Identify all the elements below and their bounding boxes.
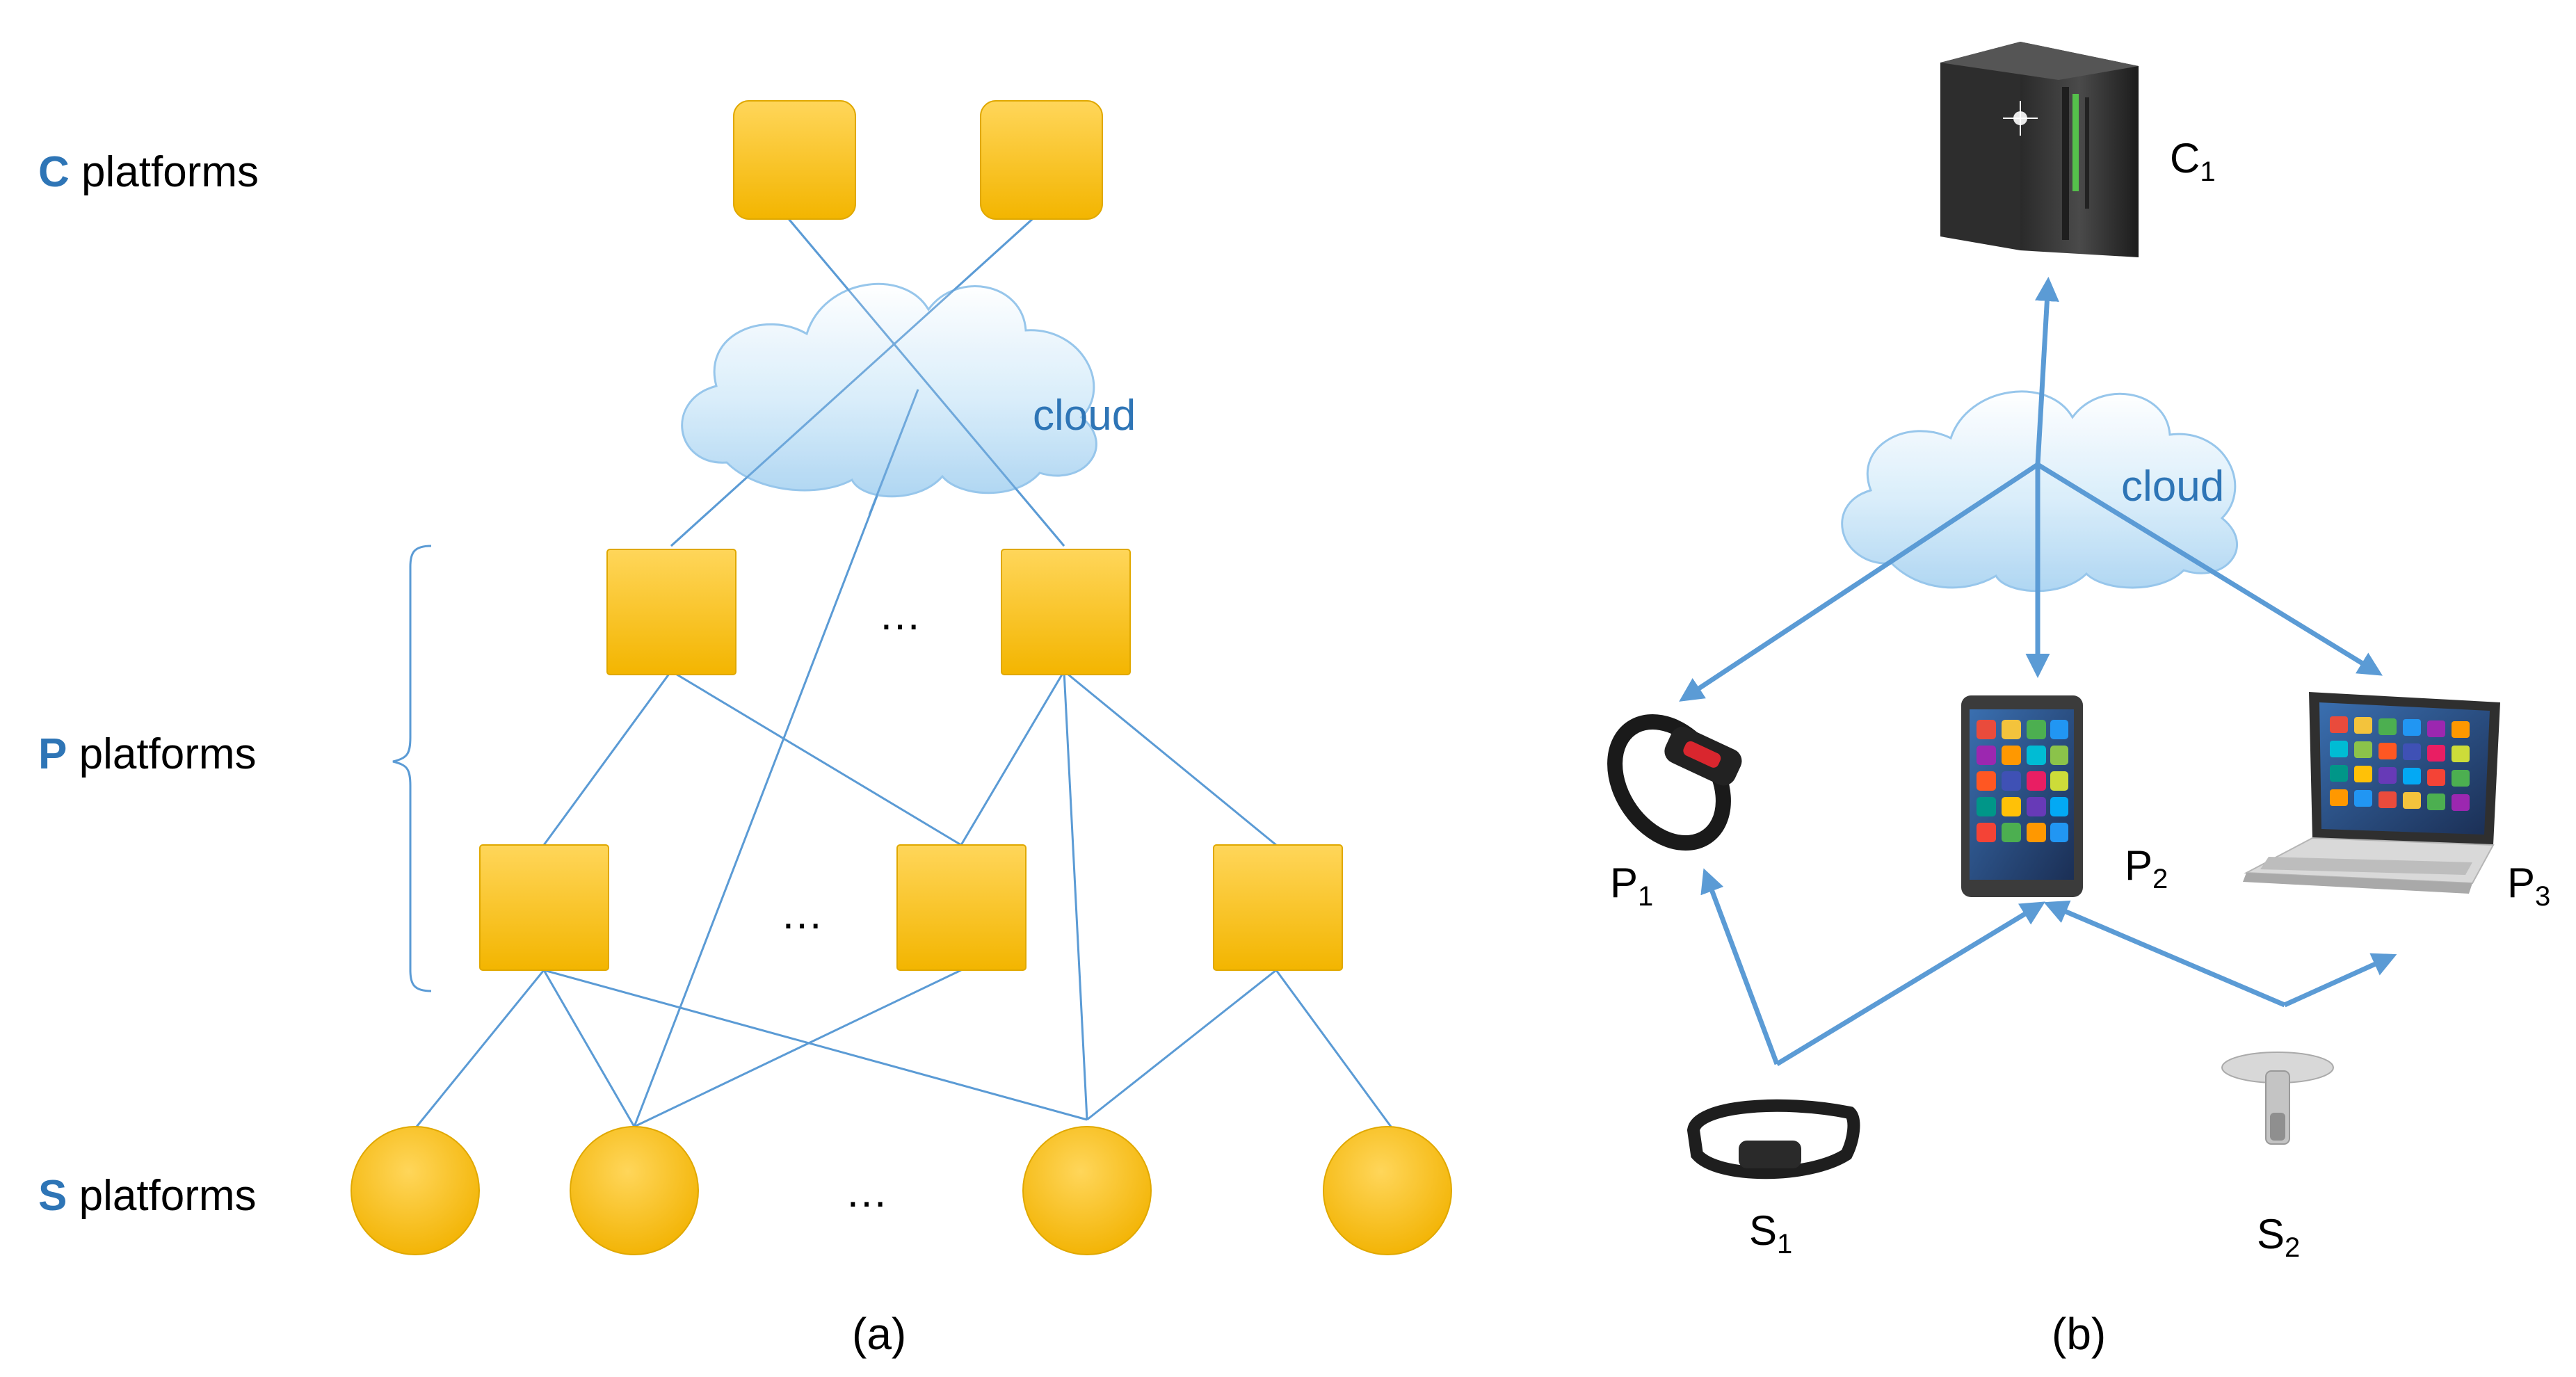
chest-strap-sensor-icon bbox=[1687, 1099, 1860, 1179]
p-node-1 bbox=[606, 549, 736, 675]
panel-b: cloud C1 bbox=[1607, 42, 2550, 1359]
edge-p2-p5 bbox=[1063, 670, 1277, 846]
panel-b-arrows bbox=[1679, 277, 2397, 1066]
s-ellipsis: … bbox=[845, 1168, 888, 1216]
s-node-3 bbox=[1022, 1126, 1152, 1255]
edge-p1-p3 bbox=[542, 670, 673, 846]
p-brace bbox=[392, 545, 432, 992]
laptop-icon bbox=[2243, 692, 2500, 894]
label-s1: S1 bbox=[1749, 1207, 1792, 1259]
label-c1: C1 bbox=[2170, 135, 2216, 187]
caption-b: (b) bbox=[2052, 1309, 2106, 1359]
edge-p4-s2 bbox=[634, 969, 962, 1128]
caption-a: (a) bbox=[852, 1309, 906, 1359]
cloud-b-label: cloud bbox=[2121, 462, 2224, 510]
arrow-s2-p2 bbox=[2043, 900, 2286, 1008]
cloud-a-label: cloud bbox=[1033, 392, 1136, 440]
p-top-ellipsis: … bbox=[878, 591, 921, 639]
arrow-s1-p1 bbox=[1700, 868, 1780, 1065]
p-node-4 bbox=[896, 844, 1027, 971]
arrow-cloud-p3 bbox=[2036, 462, 2383, 676]
edge-p1-p4 bbox=[670, 670, 962, 846]
arrow-s2-p3 bbox=[2283, 953, 2397, 1008]
panel-a: cloud … … … C platforms P platforms S p bbox=[38, 100, 1452, 1359]
edge-p5-s4 bbox=[1275, 969, 1392, 1127]
smart-band-icon bbox=[1607, 714, 1742, 851]
edge-p3-s2 bbox=[542, 969, 636, 1127]
label-s2: S2 bbox=[2257, 1211, 2300, 1263]
tablet-icon bbox=[1961, 695, 2083, 897]
label-p2: P2 bbox=[2125, 842, 2168, 894]
p-tier-label: P platforms bbox=[38, 730, 257, 778]
p-bottom-ellipsis: … bbox=[780, 890, 823, 938]
s-tier-label: S platforms bbox=[38, 1172, 257, 1220]
c-node-2 bbox=[980, 100, 1103, 220]
probe-sensor-icon bbox=[2221, 1052, 2334, 1145]
edge-p3-s3 bbox=[543, 969, 1088, 1121]
label-p3: P3 bbox=[2507, 860, 2550, 912]
c-tier-label: C platforms bbox=[38, 148, 259, 196]
p-node-2 bbox=[1001, 549, 1131, 675]
arrow-s1-p2 bbox=[1776, 901, 2045, 1066]
edge-p2-p4 bbox=[960, 670, 1065, 846]
s-node-1 bbox=[351, 1126, 480, 1255]
c-node-1 bbox=[733, 100, 856, 220]
cloud-a-icon: cloud bbox=[681, 282, 1136, 498]
s-node-2 bbox=[570, 1126, 699, 1255]
p-node-5 bbox=[1213, 844, 1343, 971]
edge-p3-s1 bbox=[412, 969, 545, 1131]
s-node-4 bbox=[1323, 1126, 1452, 1255]
label-p1: P1 bbox=[1610, 860, 1653, 912]
p-node-3 bbox=[479, 844, 609, 971]
arrow-cloud-p1 bbox=[1679, 462, 2039, 702]
server-icon bbox=[1940, 42, 2139, 257]
arrow-cloud-c1 bbox=[2034, 277, 2059, 465]
edge-p5-s3 bbox=[1086, 969, 1277, 1121]
edge-p2-s3 bbox=[1063, 670, 1088, 1120]
